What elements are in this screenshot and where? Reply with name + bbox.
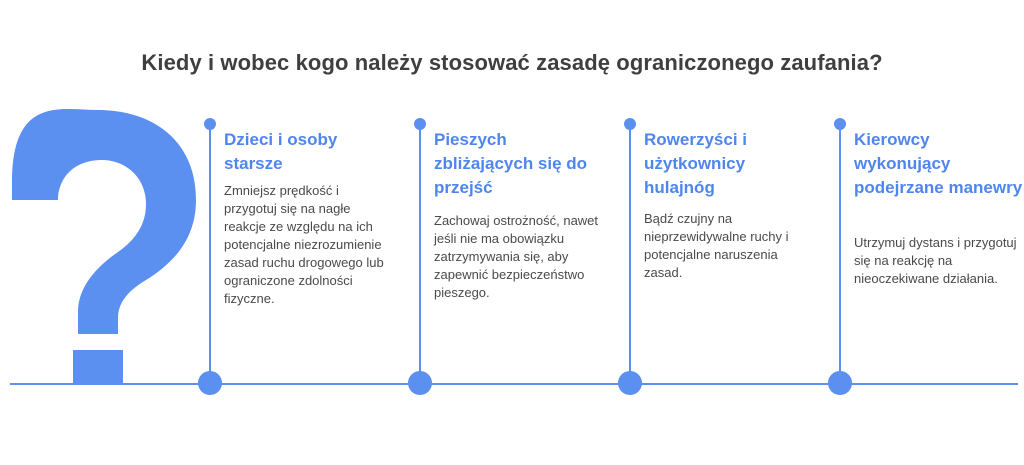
timeline-connector (629, 128, 631, 382)
timeline-node (828, 371, 852, 395)
item-description: Utrzymuj dystans i przygotuj się na reak… (854, 235, 1017, 286)
item-description: Zachowaj ostrożność, nawet jeśli nie ma … (434, 213, 599, 300)
diagram-title: Kiedy i wobec kogo należy stosować zasad… (141, 50, 883, 75)
question-mark-icon (12, 109, 196, 384)
item-heading: Pieszych zbliżających się do przejść (434, 130, 588, 197)
timeline-connector (209, 128, 211, 382)
timeline-top-marker (414, 118, 426, 130)
timeline-connector (839, 128, 841, 382)
item-heading: Dzieci i osoby starsze (224, 130, 338, 173)
timeline-node (198, 371, 222, 395)
timeline-connector (419, 128, 421, 382)
timeline-top-marker (834, 118, 846, 130)
timeline-node (618, 371, 642, 395)
item-heading: Kierowcy wykonujący podejrzane manewry (854, 130, 1023, 197)
item-description: Zmniejsz prędkość i przygotuj się na nag… (224, 183, 384, 306)
timeline-axis (10, 383, 1018, 385)
timeline-top-marker (624, 118, 636, 130)
timeline-top-marker (204, 118, 216, 130)
item-heading: Rowerzyści i użytkownicy hulajnóg (644, 130, 747, 197)
item-description: Bądź czujny na nieprzewidywalne ruchy i … (644, 211, 789, 280)
timeline-node (408, 371, 432, 395)
